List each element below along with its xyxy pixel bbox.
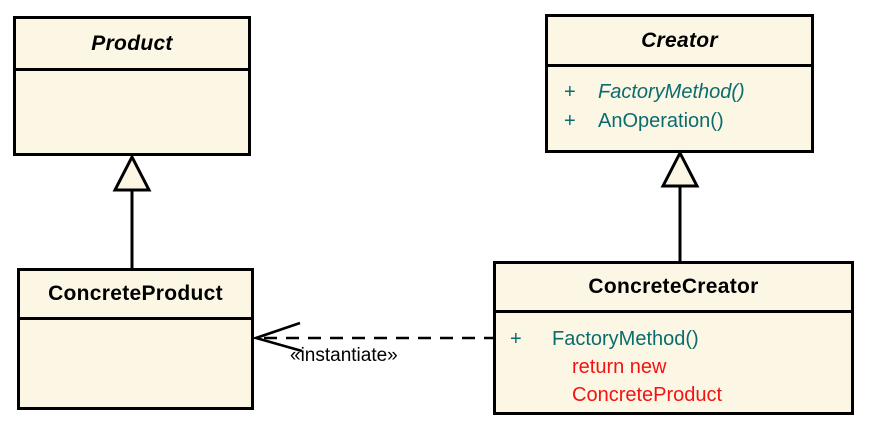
- method-factorymethod: + FactoryMethod(): [510, 325, 851, 353]
- method-anoperation: + AnOperation(): [564, 107, 811, 136]
- method-factorymethod: + FactoryMethod(): [564, 78, 811, 107]
- class-title-product: Product: [16, 19, 248, 71]
- class-box-concrete-creator: ConcreteCreator + FactoryMethod() return…: [493, 261, 854, 415]
- method-visibility: +: [564, 81, 576, 103]
- method-signature: FactoryMethod(): [552, 328, 699, 350]
- class-box-concrete-product: ConcreteProduct: [17, 268, 254, 410]
- method-visibility: +: [564, 110, 576, 132]
- generalization-arrow-product: [112, 153, 152, 268]
- method-signature: AnOperation(): [598, 110, 724, 132]
- class-title-creator: Creator: [548, 17, 811, 67]
- instantiate-stereotype-label: «instantiate»: [290, 345, 398, 366]
- class-box-creator: Creator + FactoryMethod() + AnOperation(…: [545, 14, 814, 153]
- code-note-line: return new: [572, 356, 667, 378]
- class-title-concrete-creator: ConcreteCreator: [496, 264, 851, 313]
- class-body-concrete-creator: + FactoryMethod() return new ConcretePro…: [496, 313, 851, 409]
- class-body-creator: + FactoryMethod() + AnOperation(): [548, 67, 811, 136]
- class-title-concrete-product: ConcreteProduct: [20, 271, 251, 320]
- code-note-line: ConcreteProduct: [572, 384, 723, 406]
- generalization-arrow-creator: [660, 149, 700, 261]
- method-signature: FactoryMethod(): [598, 81, 745, 103]
- method-visibility: +: [510, 328, 522, 350]
- class-box-product: Product: [13, 16, 251, 156]
